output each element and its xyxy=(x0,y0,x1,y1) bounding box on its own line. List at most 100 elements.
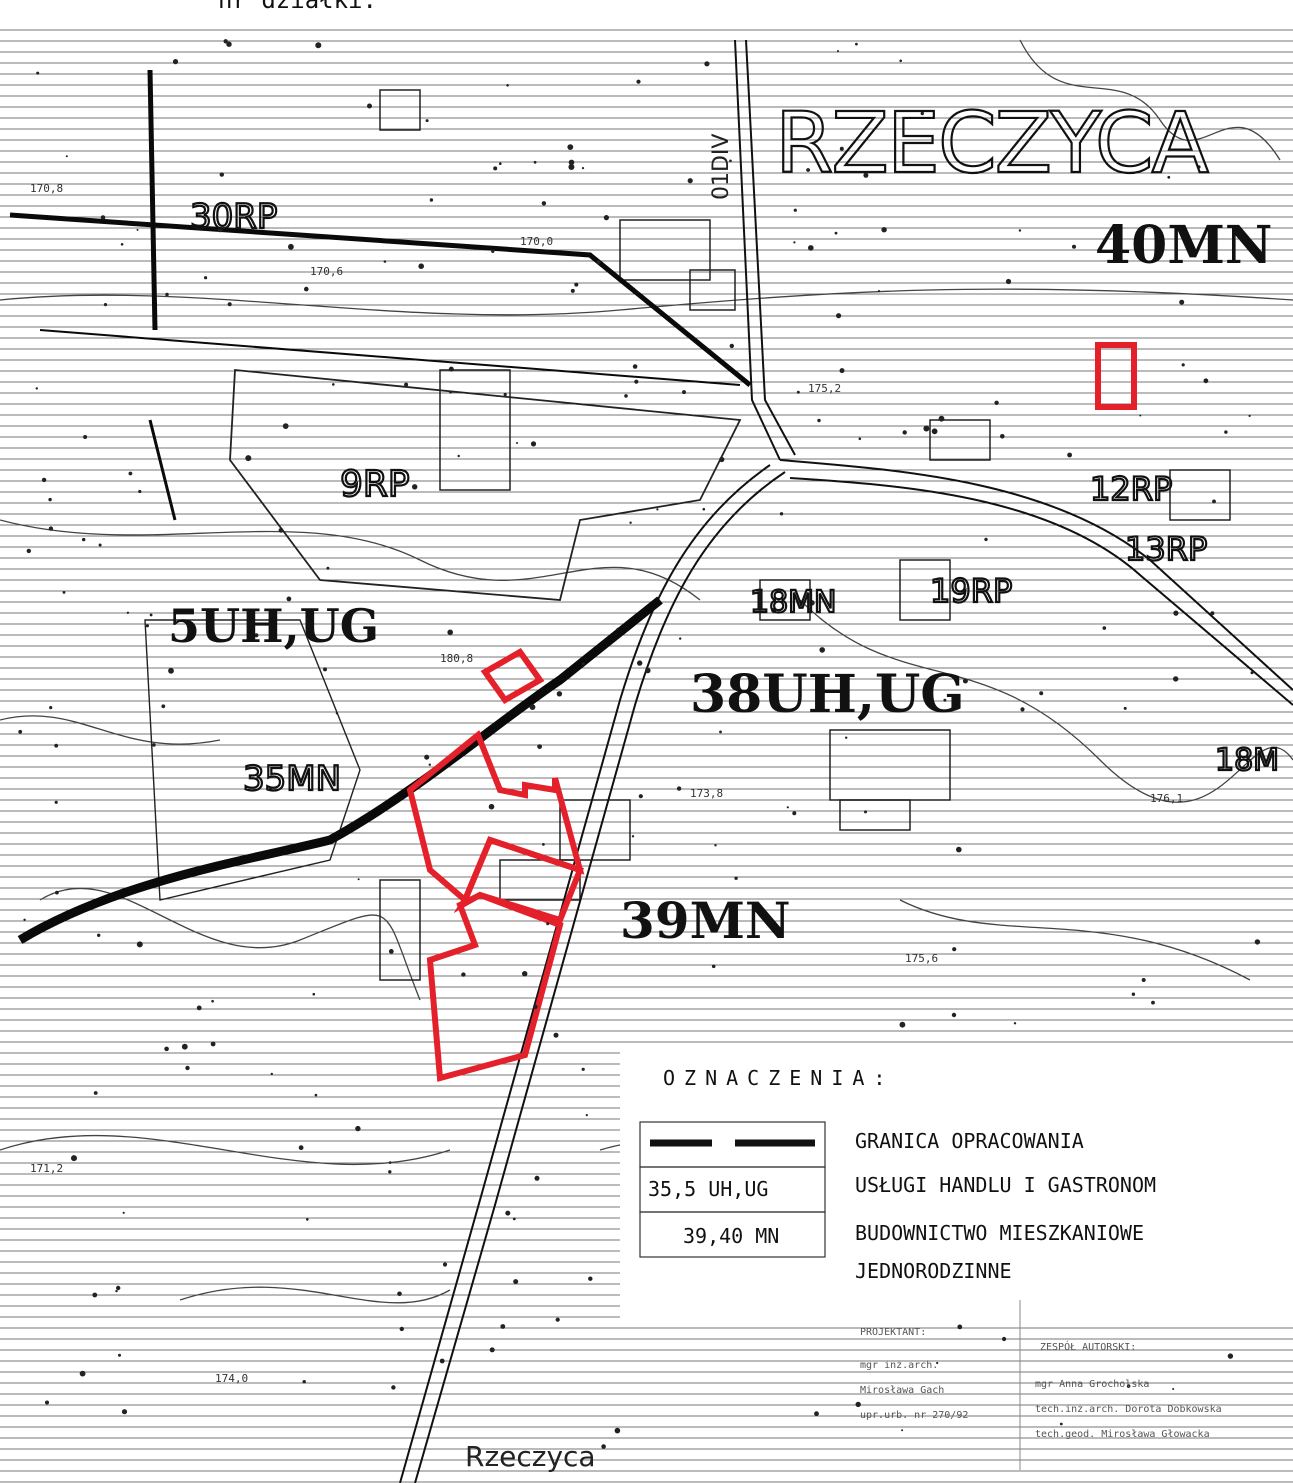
map-dot xyxy=(1250,671,1254,675)
legend-item-label: GRANICA OPRACOWANIA xyxy=(855,1129,1084,1153)
map-dot xyxy=(596,260,601,265)
map-dot xyxy=(1072,244,1076,249)
map-dot xyxy=(1197,165,1201,169)
map-dot xyxy=(714,844,717,847)
map-dot xyxy=(533,160,537,164)
map-dot xyxy=(570,288,575,293)
map-dot xyxy=(637,660,643,666)
map-dot xyxy=(1000,434,1005,439)
map-dot xyxy=(574,282,579,287)
map-dot xyxy=(461,972,466,977)
map-dot xyxy=(185,1065,190,1071)
zone-label-30rp: 30RP xyxy=(190,197,277,237)
map-dot xyxy=(839,368,845,374)
map-dot xyxy=(93,1091,98,1095)
map-dot xyxy=(332,383,335,386)
map-dot xyxy=(1126,1384,1131,1388)
elevation-label: 180,8 xyxy=(440,652,473,665)
map-dot xyxy=(62,591,66,594)
map-dot xyxy=(204,276,208,280)
credits: PROJEKTANT: mgr inż.arch. Mirosława Gach… xyxy=(860,1300,1222,1470)
legend-title: OZNACZENIA: xyxy=(663,1066,894,1090)
map-dot xyxy=(493,166,498,171)
map-dot xyxy=(122,1211,125,1214)
map-dot xyxy=(1227,1353,1234,1359)
zone-label-35mn: 35MN xyxy=(243,759,341,799)
elevation-label: 170,8 xyxy=(30,182,63,195)
map-dot xyxy=(115,1289,118,1293)
elevation-label: 176,1 xyxy=(1150,792,1183,805)
map-dot xyxy=(442,1262,448,1267)
map-dot xyxy=(601,1444,606,1449)
map-dot xyxy=(581,1067,585,1071)
map-dot xyxy=(793,208,797,212)
map-dot xyxy=(951,1012,957,1018)
map-dot xyxy=(1212,499,1216,504)
map-dot xyxy=(335,712,339,715)
map-dot xyxy=(54,800,58,804)
map-dot xyxy=(388,949,394,954)
map-dot xyxy=(1005,278,1012,285)
map-dot xyxy=(196,1005,202,1011)
map-dot xyxy=(957,1324,963,1330)
map-dot xyxy=(1173,610,1179,616)
map-dot xyxy=(817,418,821,423)
map-dot xyxy=(779,512,784,516)
map-dot xyxy=(542,843,545,846)
map-dot xyxy=(126,611,130,614)
credit-line: mgr inż.arch. xyxy=(860,1360,938,1371)
map-dot xyxy=(120,243,124,246)
map-dot xyxy=(855,42,858,46)
map-dot xyxy=(585,1114,588,1117)
map-dot xyxy=(164,1046,169,1052)
map-dot xyxy=(128,471,133,476)
map-dot xyxy=(1203,378,1209,384)
map-dot xyxy=(899,1021,906,1028)
elevation-label: 170,6 xyxy=(310,265,343,278)
map-dot xyxy=(282,423,289,429)
map-dot xyxy=(994,400,999,405)
map-dot xyxy=(556,691,563,697)
map-dot xyxy=(546,922,550,926)
map-dot xyxy=(938,415,945,422)
zone-label-12rp: 12RP xyxy=(1090,470,1172,508)
legend-item-code: 35,5 UH,UG xyxy=(648,1177,768,1201)
map-dot xyxy=(855,1401,861,1408)
credit-line: Mirosława Gach xyxy=(860,1385,944,1396)
parcel-highlight xyxy=(406,730,585,905)
map-dot xyxy=(121,1409,128,1415)
map-dot xyxy=(863,172,869,178)
map-dot xyxy=(1139,414,1142,417)
map-dot xyxy=(226,41,232,47)
map-dot xyxy=(567,144,574,151)
map-dot xyxy=(541,201,547,206)
map-dot xyxy=(796,390,800,394)
map-dot xyxy=(424,754,430,760)
map-dot xyxy=(899,59,902,63)
map-dot xyxy=(418,263,425,270)
map-dot xyxy=(702,507,706,511)
map-dot xyxy=(323,667,327,672)
map-dot xyxy=(315,42,322,49)
map-dot xyxy=(82,537,86,542)
map-dot xyxy=(388,1161,392,1164)
map-dot xyxy=(388,1170,392,1174)
map-dot xyxy=(1179,299,1185,305)
map-dot xyxy=(219,172,224,177)
road-network xyxy=(399,39,1293,1483)
map-dot xyxy=(161,704,166,709)
map-dot xyxy=(92,1292,98,1298)
map-dot xyxy=(786,806,789,809)
map-dot xyxy=(734,876,738,880)
map-dot xyxy=(41,477,47,483)
map-dot xyxy=(499,162,502,165)
map-dot xyxy=(314,1093,318,1097)
map-dot xyxy=(682,390,686,395)
map-dot xyxy=(404,382,409,387)
map-dot xyxy=(512,1217,516,1221)
map-dot xyxy=(383,260,387,263)
elevation-label: 174,0 xyxy=(215,1372,248,1385)
map-dot xyxy=(920,111,924,116)
map-dot xyxy=(357,878,360,881)
